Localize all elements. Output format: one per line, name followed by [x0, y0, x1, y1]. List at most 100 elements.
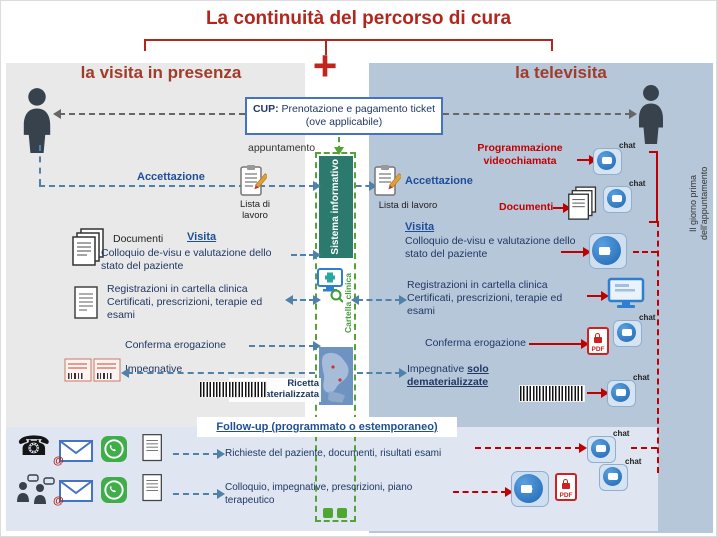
barcode-left [199, 381, 267, 398]
telephone-icon [17, 433, 51, 460]
chat-icon: chat [613, 313, 659, 349]
arrow-cup-to-system [334, 137, 344, 155]
impegnative-forms-icon [64, 358, 121, 382]
arrow-barcode-to-chat [587, 388, 609, 398]
followup-row2-text: Colloquio, impegnative, prescrizioni, pi… [225, 482, 413, 506]
at-sign-icon [53, 495, 64, 507]
cup-text: Prenotazione e pagamento ticket (ove app… [278, 102, 436, 128]
chat-icon: chat [593, 141, 639, 177]
line-right-red-vertical [657, 221, 659, 473]
arrow-system-to-impegnative-left [121, 368, 315, 378]
followup-title-box: Follow-up (programmato o estemporaneo) [197, 417, 457, 437]
barcode-right [519, 385, 585, 402]
documenti-right-label: Documenti [499, 201, 554, 213]
documents-stack-icon-right [568, 186, 597, 220]
giorno-prima-label: Il giorno prima dell'appuntamento [687, 166, 709, 240]
arrow-system-to-impegnative-right [357, 368, 407, 378]
pdf-label: PDF [559, 492, 573, 499]
title-bracket-left-tick [144, 39, 146, 51]
email-icon [59, 479, 93, 503]
televisit-monitor-icon [607, 277, 645, 308]
arrow-programmazione-to-chat [577, 155, 597, 165]
colloquio-left-text: Colloquio de-visu e valutazione dello st… [101, 247, 272, 273]
green-marker-icon [337, 508, 347, 518]
accettazione-right-label: Accettazione [405, 175, 473, 187]
email-icon [59, 439, 93, 463]
patient-icon-left [23, 88, 51, 153]
lista-di-lavoro-left-label: Lista di lavoro [239, 199, 271, 222]
chat-icon: chat [587, 429, 633, 465]
pdf-lock-icon: PDF [555, 473, 577, 501]
accettazione-left-label: Accettazione [137, 171, 205, 183]
arrow-icons-to-row1 [173, 449, 225, 459]
title-bracket-right-tick [551, 39, 553, 51]
pdf-label: PDF [591, 346, 605, 353]
document-icon-followup-1 [142, 434, 162, 462]
at-sign-icon [53, 455, 64, 467]
chat-label: chat [625, 457, 642, 466]
programmazione-videochiamata-label: Programmazione videochiamata [477, 142, 563, 168]
whatsapp-icon [101, 477, 127, 503]
chat-label: chat [633, 373, 650, 382]
registrazioni-left-text: Registrazioni in cartella clinica Certif… [107, 283, 263, 322]
green-marker-icon [323, 508, 333, 518]
region-map-icon [319, 347, 353, 405]
people-conversation-icon [17, 474, 55, 504]
impegnative-left-label: Impegnative [125, 363, 183, 375]
cup-label: CUP: [252, 102, 279, 115]
chat-label: chat [629, 179, 646, 188]
visita-left-label: Visita [187, 231, 217, 243]
appuntamento-label: appuntamento [248, 142, 316, 154]
system-strip-border [315, 152, 356, 522]
impegnative-right-prefix: Impegnative [407, 363, 468, 375]
worklist-clipboard-icon-left [240, 165, 267, 196]
followup-row1-text: Richieste del paziente, documenti, risul… [225, 448, 442, 459]
arrow-accettazione-left [39, 181, 321, 191]
arrow-registrazioni-right-both [351, 295, 407, 305]
header-visita-in-presenza: la visita in presenza [80, 63, 242, 82]
arrow-row2-to-video [453, 487, 513, 497]
visita-right-label: Visita [405, 221, 435, 233]
documents-stack-icon-left [72, 228, 104, 266]
patient-icon-right [639, 85, 663, 144]
document-icon-left [74, 286, 98, 319]
video-call-icon [589, 231, 629, 269]
arrow-conferma-to-pdf [529, 339, 589, 349]
document-icon-followup-2 [142, 474, 162, 502]
arrow-person-right-to-cup [443, 109, 637, 119]
pdf-lock-icon: PDF [587, 327, 609, 355]
chat-icon: chat [607, 373, 653, 409]
conferma-right-label: Conferma erogazione [425, 337, 526, 349]
sistema-informativo-box: Sistema informativo [319, 156, 353, 258]
arrow-row1-to-chat [475, 443, 587, 453]
title-bracket [144, 39, 553, 41]
arrow-system-to-accettazione-right [356, 181, 377, 191]
arrow-registrazioni-to-monitor [587, 291, 609, 301]
arrow-registrazioni-left-both [285, 295, 321, 305]
colloquio-right-text: Colloquio de-visu e valutazione dello st… [405, 235, 576, 261]
medical-record-computer-icon [317, 268, 343, 303]
lista-di-lavoro-right-label: Lista di lavoro [378, 200, 438, 211]
header-televisita: la televisita [515, 63, 607, 82]
chat-label: chat [619, 141, 636, 150]
followup-title: Follow-up (programmato o estemporaneo) [216, 421, 438, 433]
impegnative-right-bold: solo dematerializzate [407, 363, 489, 389]
sistema-informativo-label: Sistema informativo [330, 159, 342, 255]
worklist-clipboard-icon-right [374, 165, 401, 196]
title-bracket-center-tick [325, 39, 327, 55]
arrow-colloquio-left-to-system [291, 250, 321, 260]
connector-chat-row1-to-vertical [631, 447, 657, 449]
cup-box: CUP: Prenotazione e pagamento ticket (ov… [245, 97, 443, 135]
plus-sign: + [312, 42, 338, 89]
giorno-prima-bracket [649, 151, 658, 223]
giorno-prima-wrap: Il giorno prima dell'appuntamento [685, 141, 712, 265]
impegnative-right-text: Impegnative solo dematerializzate [407, 363, 563, 389]
chat-icon: chat [603, 179, 649, 215]
video-call-icon [511, 469, 551, 507]
whatsapp-icon [101, 436, 127, 462]
documenti-left-label: Documenti [113, 233, 164, 245]
chat-label: chat [639, 313, 656, 322]
page-title: La continuità del percorso di cura [205, 8, 512, 29]
registrazioni-right-text: Registrazioni in cartella clinica Certif… [407, 279, 563, 318]
